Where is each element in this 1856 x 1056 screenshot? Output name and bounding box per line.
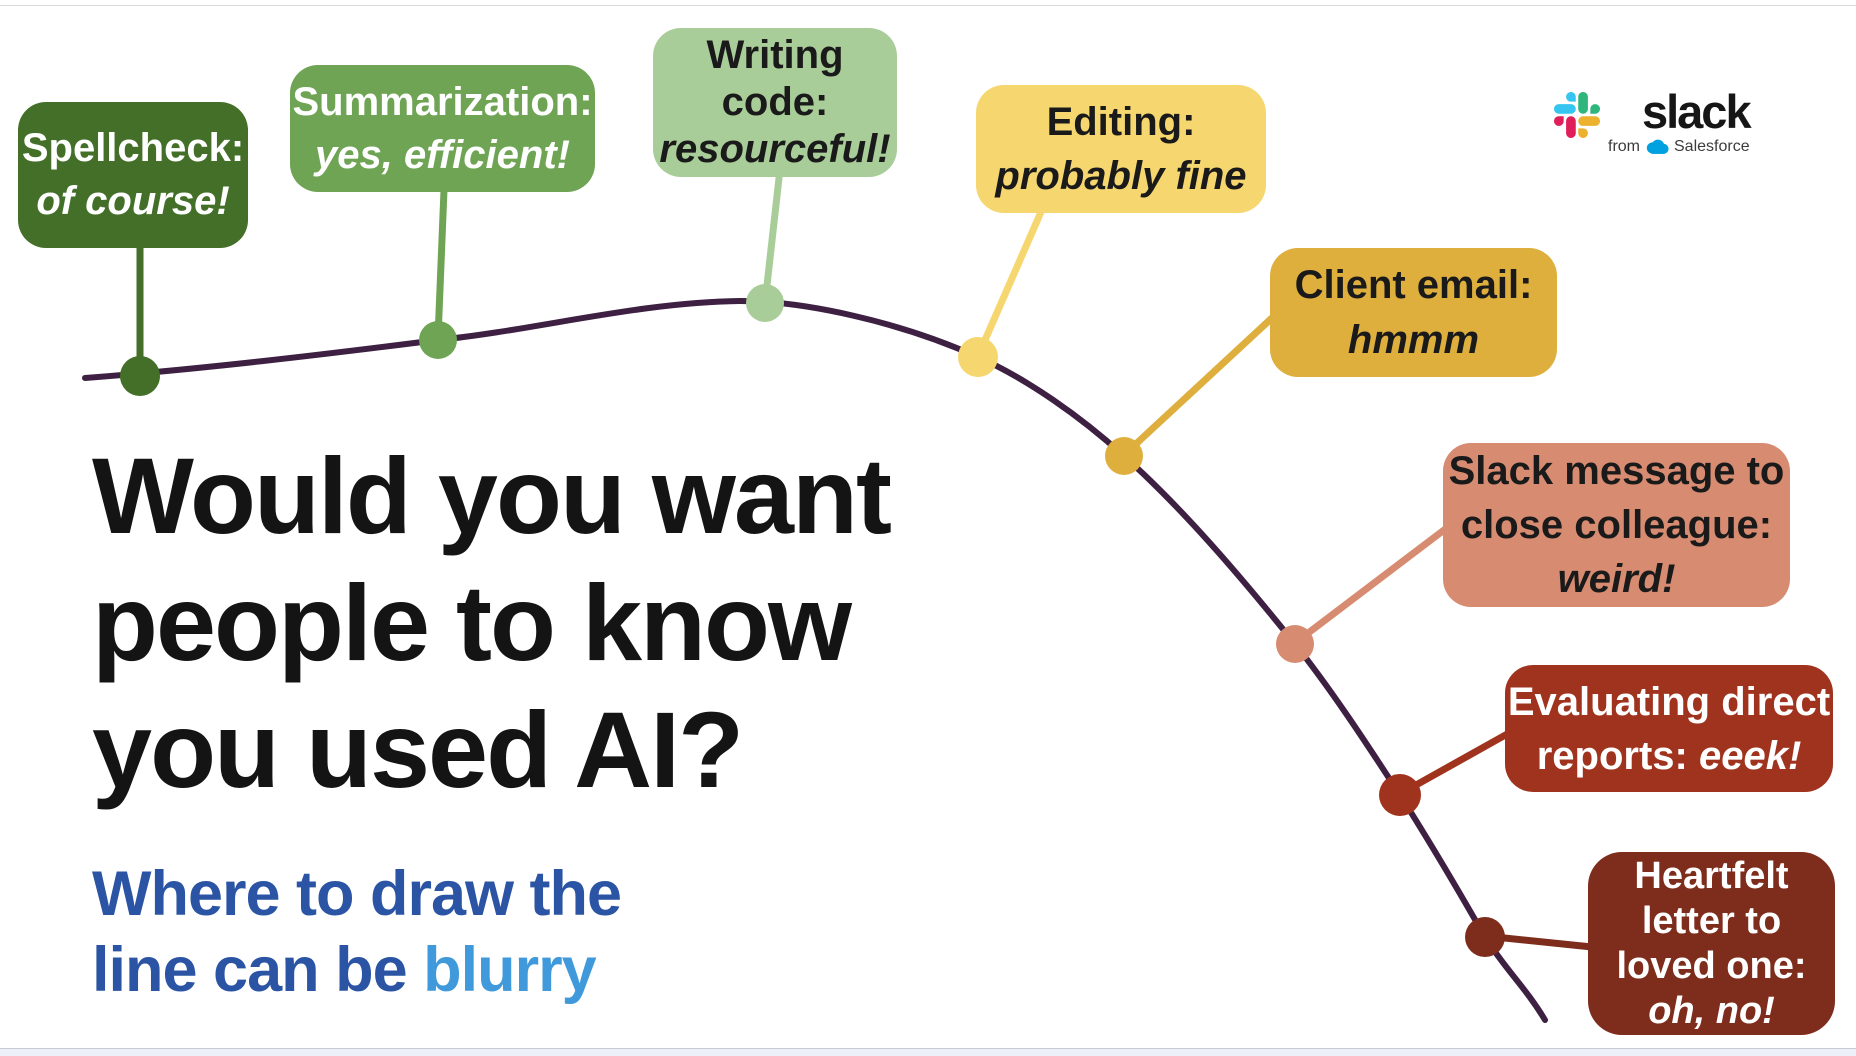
curve-dot-editing [958,337,998,377]
callout-evaluating-direct-reports: Evaluating direct reports: eeek! [1505,665,1833,792]
stem-writing-code [761,174,783,307]
slack-wordmark: slack [1641,85,1752,138]
stem-summarization [434,186,448,342]
slack-logo: slack from Salesforce [1554,85,1752,156]
callout-heartfelt-title3: loved one: [1616,944,1807,987]
curve-dot-spellcheck [120,356,160,396]
callout-slack-message: Slack message to close colleague: weird! [1443,443,1790,607]
byline-from: from [1608,138,1640,155]
callout-editing: Editing: probably fine [976,85,1266,213]
headline-line-3: you used AI? [92,689,744,810]
headline-line-1: Would you want [92,435,892,556]
curve-dot-client-email [1105,437,1143,475]
callout-summarization-verdict: yes, efficient! [315,132,570,177]
byline-brand: Salesforce [1674,138,1750,155]
callout-heartfelt-title2: letter to [1641,899,1782,942]
callout-heartfelt-verdict: oh, no! [1648,989,1775,1032]
headline: Would you want people to know you used A… [92,432,1092,813]
window-top-border [0,5,1856,6]
stem-client-email [1120,313,1277,459]
curve-dot-evaluating [1379,774,1421,816]
window-bottom-bar [0,1048,1856,1056]
curve-dot-writing-code [746,284,784,322]
callout-editing-verdict: probably fine [995,154,1247,198]
stem-editing [974,208,1045,360]
slack-pinwheel-icon [1554,92,1600,138]
callout-writing-code-verdict: resourceful! [659,127,891,171]
callout-slack-message-title2: close colleague: [1460,503,1773,547]
callout-spellcheck-title: Spellcheck: [21,126,245,170]
subtitle: Where to draw the line can be blurry [92,856,792,1008]
subtitle-line-2: line can be blurry [92,935,597,1005]
callout-client-email: Client email: hmmm [1270,248,1557,377]
callout-summarization: Summarization: yes, efficient! [290,65,595,192]
stem-evaluating [1396,729,1513,798]
callout-evaluating-title: Evaluating direct [1507,679,1831,724]
callout-editing-title: Editing: [1046,100,1196,144]
subtitle-highlight: blurry [423,935,597,1005]
curve-dot-slack-message [1276,625,1314,663]
callout-slack-message-verdict: weird! [1557,557,1676,601]
callout-summarization-title: Summarization: [292,79,593,124]
callout-writing-code-title: Writing [706,33,844,77]
callout-heartfelt-letter: Heartfelt letter to loved one: oh, no! [1588,852,1835,1035]
callout-spellcheck: Spellcheck: of course! [18,102,248,248]
callout-spellcheck-verdict: of course! [36,179,230,223]
callout-slack-message-title: Slack message to [1448,449,1785,493]
callout-writing-code: Writing code: resourceful! [653,28,897,177]
subtitle-line-1: Where to draw the [92,859,622,929]
slack-byline: from Salesforce [1608,138,1750,156]
headline-line-2: people to know [92,562,852,683]
curve-dot-heartfelt [1465,917,1505,957]
callout-client-email-title: Client email: [1294,262,1533,307]
callout-evaluating-verdict-line: reports: eeek! [1536,733,1802,778]
salesforce-cloud-icon [1646,139,1669,154]
callout-heartfelt-title: Heartfelt [1634,854,1789,897]
callout-writing-code-title2: code: [721,80,829,124]
curve-dot-summarization [419,321,457,359]
callout-client-email-verdict: hmmm [1347,317,1480,362]
stem-slack-message [1291,523,1452,647]
